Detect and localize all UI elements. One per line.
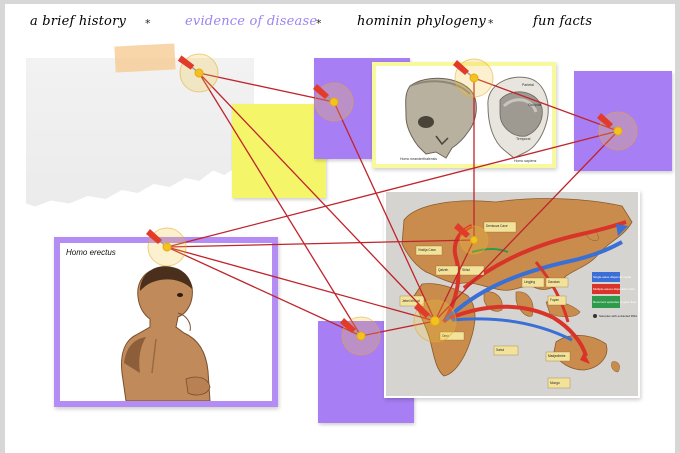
map-site-label: Lingjing xyxy=(524,280,535,284)
skull-label-temporal: Temporal xyxy=(516,137,531,141)
map-legend-label: Samples with extracted DNA xyxy=(599,314,637,318)
map-site-label: Denisova Cave xyxy=(486,224,508,228)
nav-item-hominin-phylogeny[interactable]: hominin phylogeny xyxy=(357,14,486,29)
map-site-label: Omo xyxy=(442,334,449,338)
homo-erectus-illustration xyxy=(121,266,211,401)
map-site-label: Fuyan xyxy=(550,298,559,302)
map-legend-label: Recurrent episodes of gene flow xyxy=(593,300,637,304)
nav-separator: * xyxy=(145,17,151,30)
skull-illustrations: Parietal Occipital Temporal Homo neander… xyxy=(400,76,549,163)
skull-caption-right: Homo sapiens xyxy=(514,159,537,163)
map-site-label: Daoxian xyxy=(548,280,560,284)
page-frame-top xyxy=(0,0,680,4)
purple-sticky-note-right[interactable] xyxy=(574,71,672,171)
map-legend-label: Multiple-waves dispersal model xyxy=(593,287,635,291)
page-frame-left xyxy=(0,0,5,453)
yellow-sticky-note[interactable] xyxy=(232,104,326,198)
map-site-label: Sahul xyxy=(496,348,504,352)
nav-separator: * xyxy=(316,17,322,30)
nav-separator: * xyxy=(488,17,494,30)
skull-caption-left: Homo neanderthalensis xyxy=(400,157,437,161)
nav-item-evidence-of-disease[interactable]: evidence of disease xyxy=(185,14,318,29)
skull-label-occipital: Occipital xyxy=(528,103,542,107)
map-site-label: Skhul xyxy=(462,268,470,272)
map-site-label: Vindija Cave xyxy=(418,248,436,252)
skull-label-parietal: Parietal xyxy=(522,83,534,87)
torn-paper-note[interactable] xyxy=(26,58,254,207)
migration-map: Denisova Cave Vindija Cave Qafzeh Skhul … xyxy=(386,192,638,396)
page-frame-right xyxy=(675,0,680,453)
homo-erectus-photo[interactable]: Homo erectus xyxy=(54,237,278,407)
top-navigation: a brief history * evidence of disease * … xyxy=(0,8,680,38)
masking-tape xyxy=(114,43,176,73)
map-site-label: Qafzeh xyxy=(438,268,449,272)
map-site-label: Jebel Irhoud xyxy=(402,299,420,303)
skull-comparison-photo[interactable]: Parietal Occipital Temporal Homo neander… xyxy=(372,62,556,168)
migration-map-photo[interactable]: Denisova Cave Vindija Cave Qafzeh Skhul … xyxy=(384,190,640,398)
nav-item-fun-facts[interactable]: fun facts xyxy=(533,14,593,29)
map-legend-label: Single-wave dispersal model xyxy=(593,275,632,279)
map-site-label: Mungo xyxy=(550,381,560,385)
nav-item-brief-history[interactable]: a brief history xyxy=(30,14,127,29)
map-site-label: Madjedbebe xyxy=(548,354,566,358)
homo-erectus-caption: Homo erectus xyxy=(66,248,116,257)
